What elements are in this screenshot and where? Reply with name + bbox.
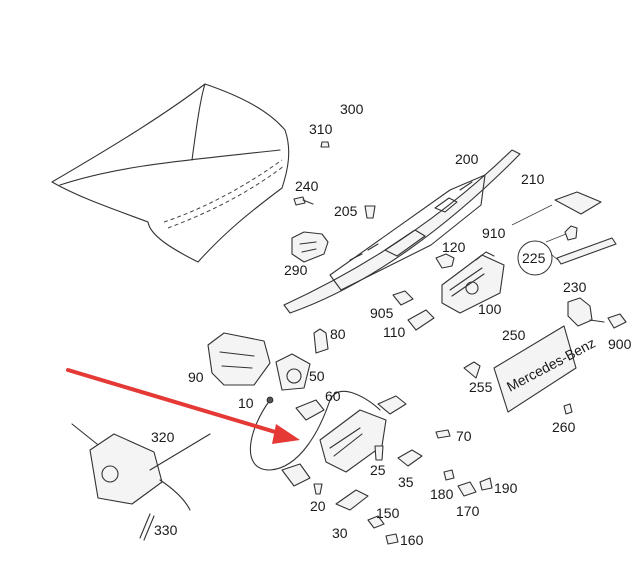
callout-20: 20 — [310, 498, 326, 514]
switch-110 — [407, 309, 435, 331]
callout-180: 180 — [430, 486, 454, 502]
callout-310: 310 — [309, 121, 333, 137]
callout-30: 30 — [332, 525, 348, 541]
callout-240: 240 — [295, 178, 319, 194]
callout-90: 90 — [188, 369, 204, 385]
callout-160: 160 — [400, 532, 424, 548]
callout-170: 170 — [456, 503, 480, 519]
nut-120 — [435, 253, 455, 269]
callout-205: 205 — [334, 203, 358, 219]
clip-255 — [463, 361, 481, 379]
trim-strip-200-210 — [283, 149, 521, 314]
callout-900: 900 — [608, 336, 632, 352]
callout-35: 35 — [398, 474, 414, 490]
callout-320: 320 — [151, 429, 175, 445]
handle-910-100 — [441, 251, 505, 314]
bracket-35 — [397, 449, 423, 467]
callout-210: 210 — [521, 171, 545, 187]
callout-120: 120 — [442, 239, 466, 255]
callout-910: 910 — [482, 225, 506, 241]
emblem-225 — [511, 191, 617, 265]
camera-230 — [567, 297, 627, 329]
callout-60: 60 — [325, 388, 341, 404]
callout-250: 250 — [502, 327, 526, 343]
parts-20-30-150-160 — [313, 483, 399, 545]
motor-50 — [275, 353, 311, 391]
clip-70 — [435, 429, 451, 439]
highlight-arrow — [66, 368, 300, 444]
callout-150: 150 — [376, 505, 400, 521]
clip-310 — [320, 141, 330, 148]
cover-90 — [207, 332, 271, 386]
callout-290: 290 — [284, 262, 308, 278]
bracket-290 — [291, 231, 329, 263]
callout-25: 25 — [370, 462, 386, 478]
grommet-80 — [313, 328, 329, 354]
callout-300: 300 — [340, 101, 364, 117]
clip-205 — [364, 205, 376, 219]
cable-10 — [249, 390, 381, 471]
screw-25 — [374, 445, 384, 461]
parts-170-180-190 — [443, 469, 493, 497]
rod-330 — [139, 513, 155, 541]
screw-260 — [563, 403, 573, 415]
callout-50: 50 — [309, 368, 325, 384]
clip-905 — [392, 290, 414, 306]
callout-225: 225 — [522, 250, 546, 266]
callout-190: 190 — [494, 480, 518, 496]
callout-110: 110 — [383, 324, 406, 340]
callout-70: 70 — [456, 428, 472, 444]
callout-260: 260 — [552, 419, 576, 435]
callout-200: 200 — [455, 151, 479, 167]
hinge-320 — [71, 423, 211, 511]
callout-330: 330 — [154, 522, 178, 538]
callout-80: 80 — [330, 326, 346, 342]
screw-240 — [293, 196, 314, 206]
latch-assembly — [281, 395, 407, 487]
callout-100: 100 — [478, 301, 502, 317]
bracket-60 — [295, 399, 325, 421]
trunk-lid — [51, 83, 290, 263]
callout-225-circle — [517, 240, 553, 276]
callout-255: 255 — [469, 379, 493, 395]
callout-905: 905 — [370, 305, 394, 321]
callout-10: 10 — [238, 395, 254, 411]
callout-230: 230 — [563, 279, 587, 295]
